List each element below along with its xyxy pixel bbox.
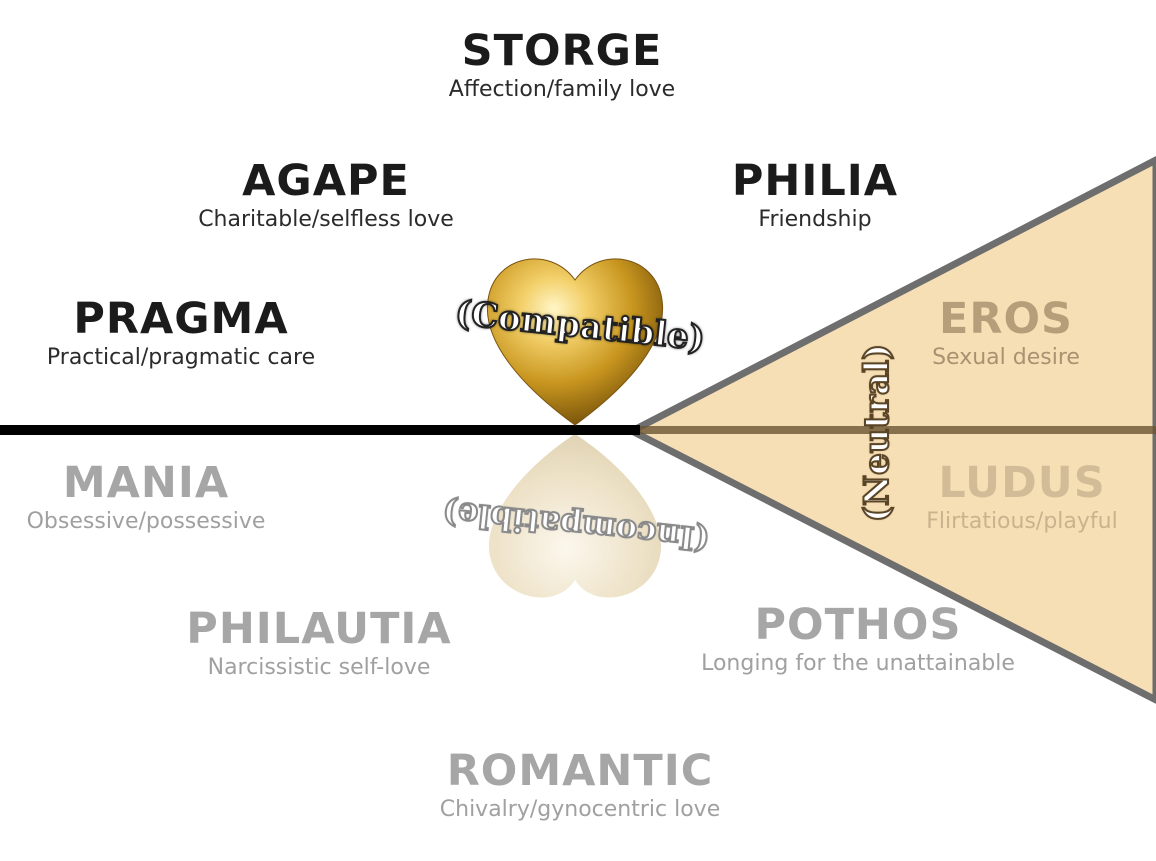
love-ludus: LUDUS Flirtatious/playful (926, 458, 1118, 536)
love-name: POTHOS (754, 600, 962, 650)
love-storge: STORGE Affection/family love (448, 26, 676, 104)
love-name: AGAPE (242, 156, 410, 206)
love-pothos: POTHOS Longing for the unattainable (701, 600, 1015, 678)
love-philia: PHILIA Friendship (731, 156, 899, 234)
love-name: PRAGMA (73, 294, 289, 344)
love-name: STORGE (461, 26, 663, 76)
love-description: Obsessive/possessive (26, 509, 266, 535)
love-name: ROMANTIC (446, 746, 714, 796)
love-romantic: ROMANTIC Chivalry/gynocentric love (439, 746, 721, 824)
compatibility-axis-line (0, 425, 640, 435)
neutral-axis-line (640, 426, 1156, 434)
love-description: Charitable/selfless love (198, 207, 454, 233)
love-name: MANIA (62, 458, 230, 508)
love-agape: AGAPE Charitable/selfless love (198, 156, 454, 234)
love-mania: MANIA Obsessive/possessive (26, 458, 266, 536)
love-description: Flirtatious/playful (926, 509, 1118, 535)
incompatible-heart-icon (488, 434, 662, 598)
love-name: PHILAUTIA (186, 604, 452, 654)
neutral-label: (Neutral) (856, 343, 898, 523)
love-description: Affection/family love (448, 77, 676, 103)
love-pragma: PRAGMA Practical/pragmatic care (46, 294, 316, 372)
love-description: Practical/pragmatic care (46, 345, 316, 371)
love-description: Narcissistic self-love (207, 655, 431, 681)
love-description: Longing for the unattainable (701, 651, 1015, 677)
love-name: PHILIA (731, 156, 899, 206)
love-description: Sexual desire (932, 345, 1080, 371)
love-philautia: PHILAUTIA Narcissistic self-love (186, 604, 452, 682)
love-eros: EROS Sexual desire (932, 294, 1080, 372)
compatible-heart-icon (486, 258, 664, 426)
love-description: Chivalry/gynocentric love (439, 797, 721, 823)
love-name: LUDUS (938, 458, 1106, 508)
love-description: Friendship (758, 207, 872, 233)
love-name: EROS (938, 294, 1073, 344)
